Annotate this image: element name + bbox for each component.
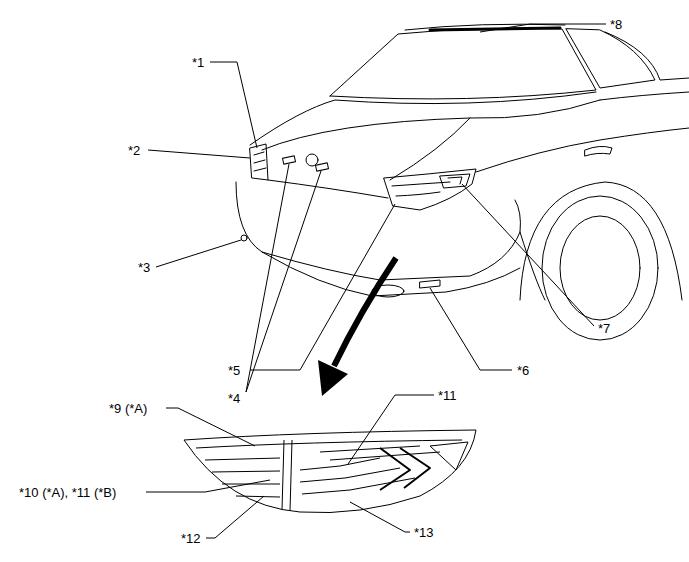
callout-number: *11 — [437, 388, 458, 403]
callout-number: *1 — [191, 55, 205, 70]
callout-number: *3 — [137, 260, 151, 275]
callout-number: *5 — [227, 363, 241, 378]
callout-number: *13 — [413, 525, 435, 540]
callout-number: *9 (*A) — [108, 401, 148, 416]
callout-number: *12 — [180, 531, 202, 546]
callout-number: *6 — [516, 363, 530, 378]
callout-number: *7 — [597, 321, 611, 336]
callout-number: *2 — [127, 143, 141, 158]
callout-number: *4 — [227, 391, 241, 406]
callout-number: *10 (*A), *11 (*B) — [18, 485, 117, 500]
callout-number: *8 — [609, 17, 623, 32]
